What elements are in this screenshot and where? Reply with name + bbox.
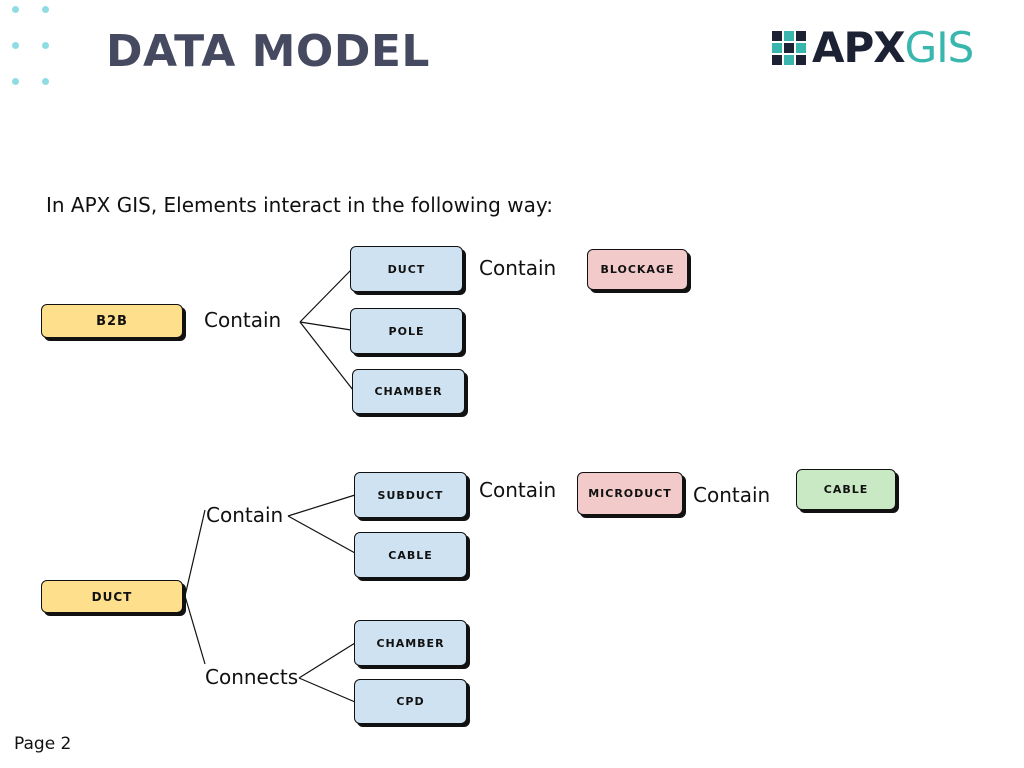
chamber-box: CHAMBER (352, 369, 465, 414)
duct-box: DUCT (350, 246, 463, 292)
subduct-box: SUBDUCT (354, 472, 467, 518)
b2b-box: B2B (41, 304, 183, 338)
duct-contain-label: Contain (479, 256, 557, 280)
pole-box: POLE (350, 308, 463, 354)
page-title: DATA MODEL (106, 26, 430, 77)
decorative-dots (12, 6, 56, 86)
logo-text-gis: GIS (904, 23, 975, 72)
microduct-box: MICRODUCT (577, 472, 683, 515)
cpd-box: CPD (354, 679, 467, 724)
blockage-box: BLOCKAGE (587, 249, 688, 290)
intro-text: In APX GIS, Elements interact in the fol… (46, 193, 553, 217)
cable-box: CABLE (354, 532, 467, 578)
b2b-contain-label: Contain (204, 308, 282, 332)
duct-connects-label: Connects (205, 665, 299, 689)
cable-green-box: CABLE (796, 469, 896, 510)
logo-grid-icon (772, 31, 806, 65)
page-number: Page 2 (14, 734, 72, 754)
logo-text-apx: APX (812, 23, 906, 72)
subduct-contain-label: Contain (479, 478, 557, 502)
duct-contain-label-2: Contain (206, 503, 284, 527)
chamber-box-2: CHAMBER (354, 620, 467, 666)
duct-root-box: DUCT (41, 580, 183, 613)
apxgis-logo: APX GIS (772, 23, 975, 72)
microduct-contain-label: Contain (693, 483, 771, 507)
